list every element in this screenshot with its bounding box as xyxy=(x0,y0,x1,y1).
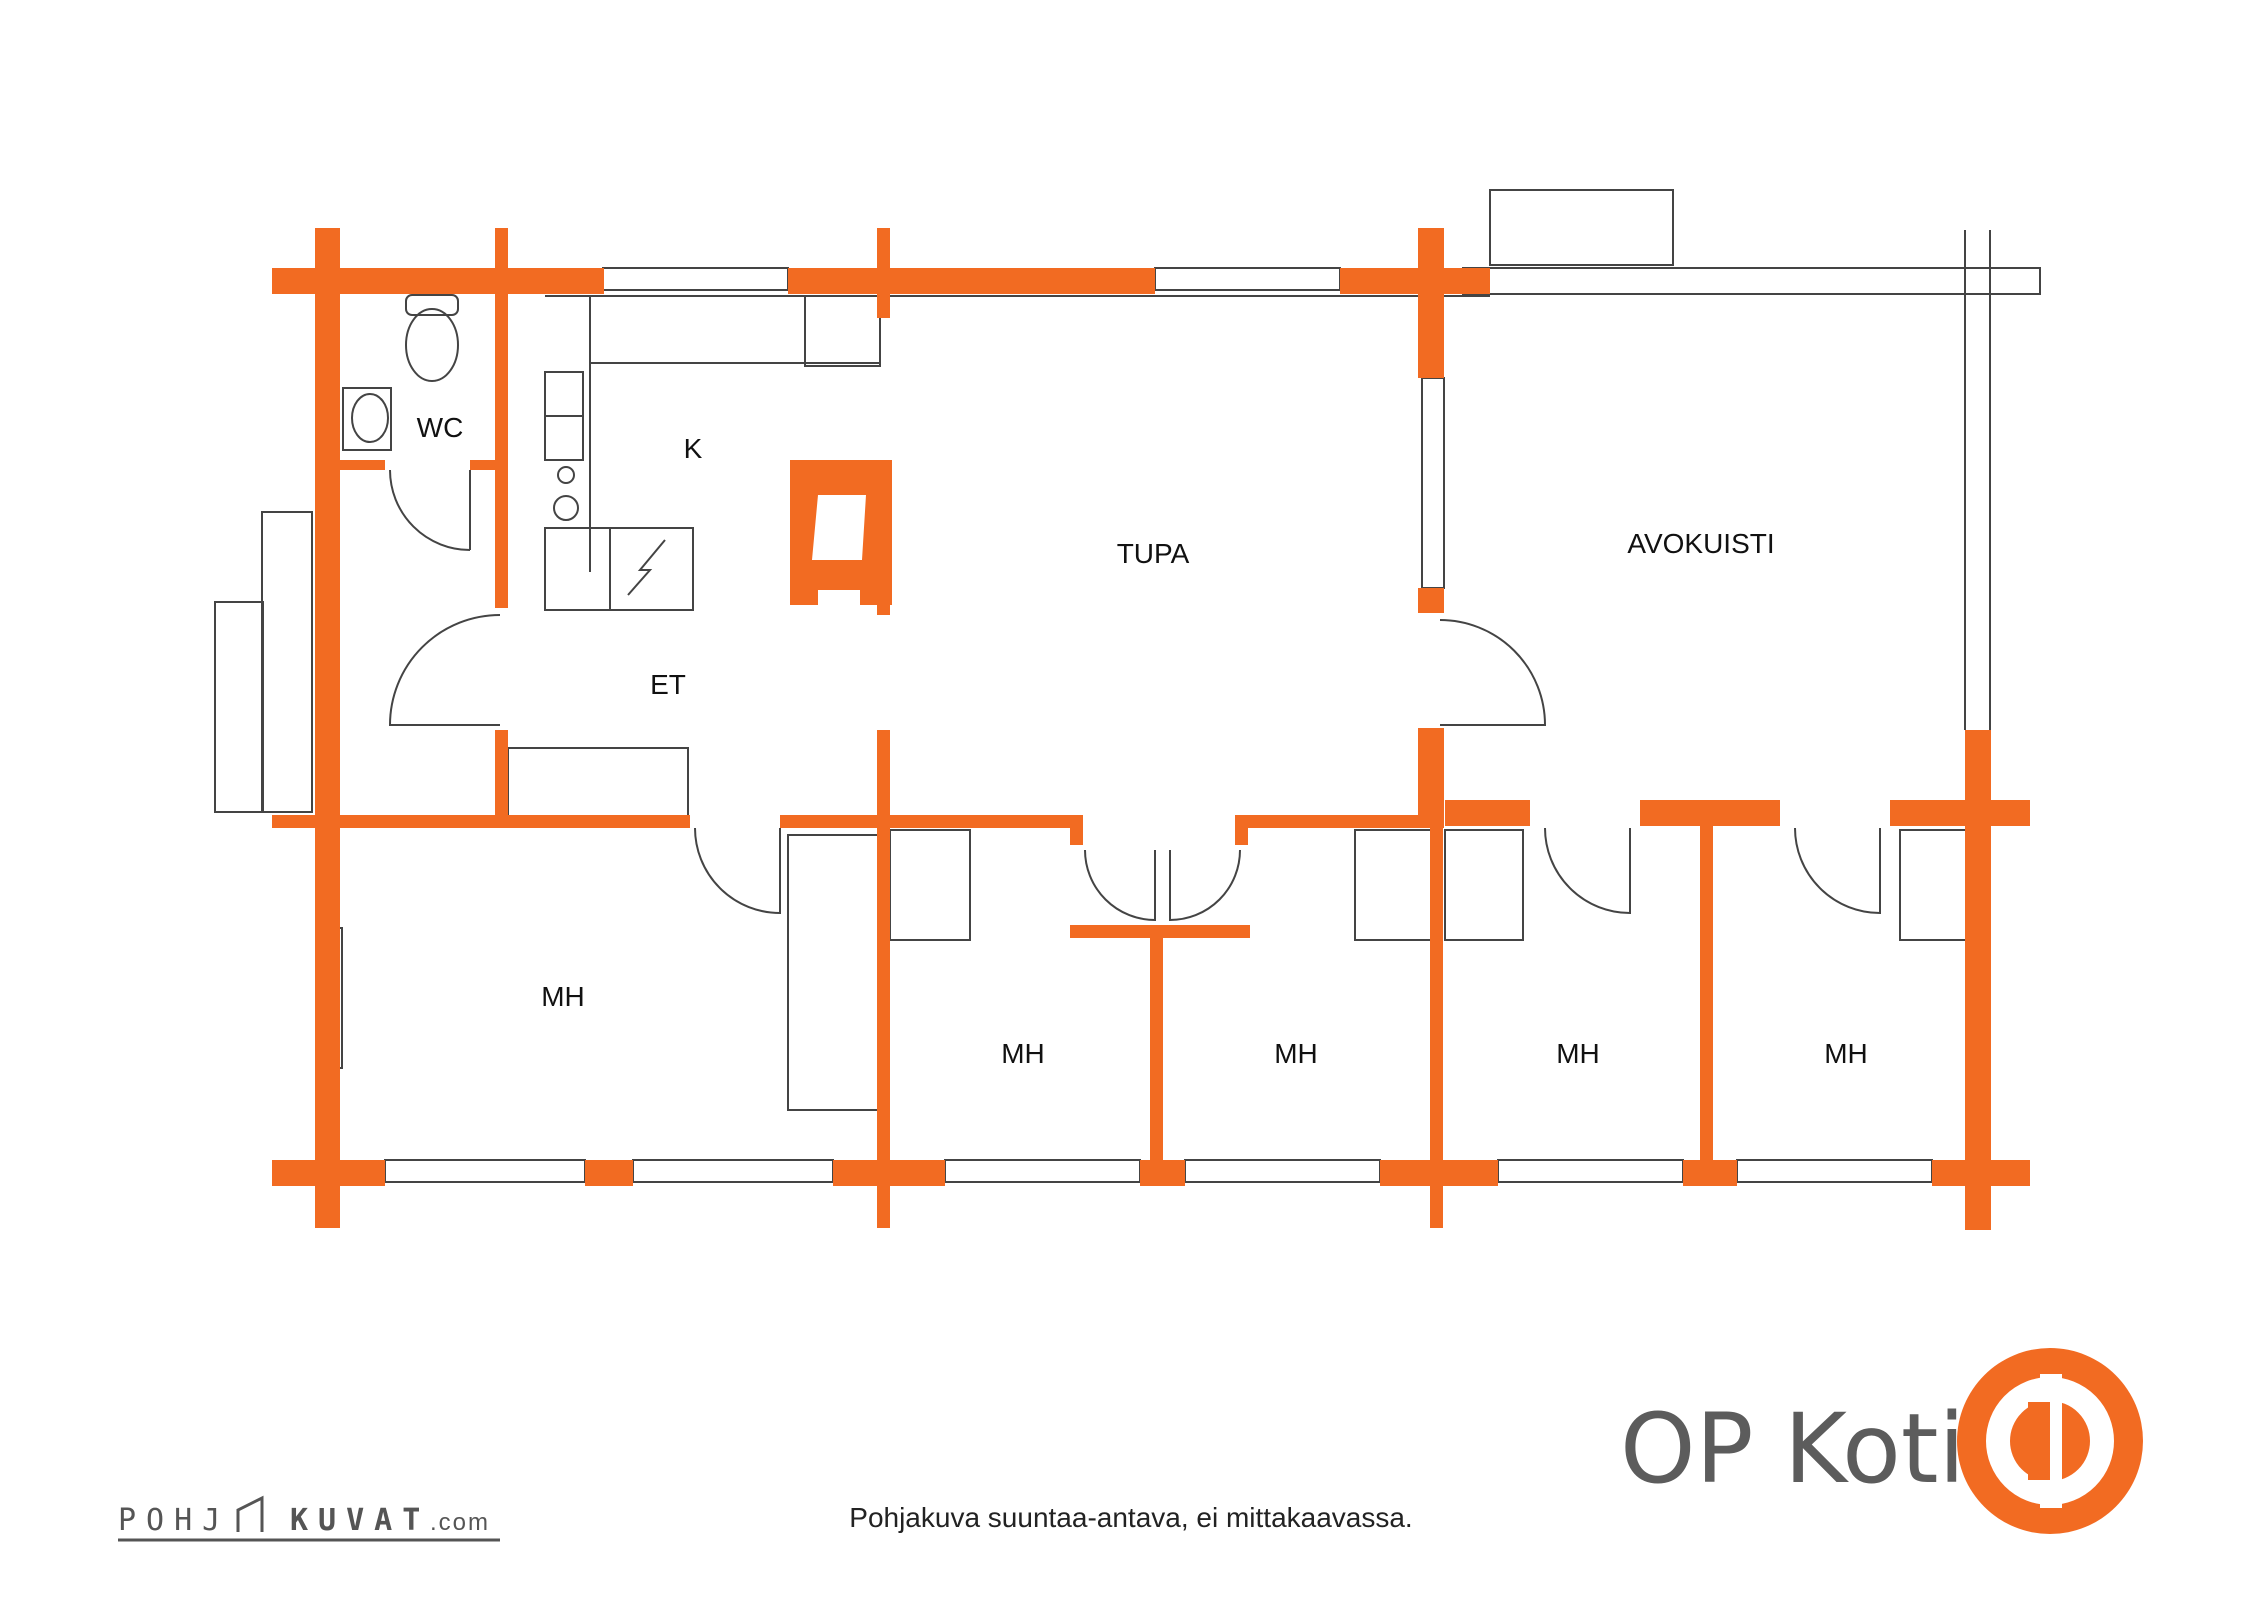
watermark-domain: .com xyxy=(430,1509,490,1536)
room-labels: WC K TUPA AVOKUISTI ET MH MH MH MH MH xyxy=(417,412,1868,1069)
room-label-et: ET xyxy=(650,669,686,700)
room-label-avokuisti: AVOKUISTI xyxy=(1627,528,1774,559)
walls xyxy=(272,228,2030,1230)
watermark-right: KUVAT xyxy=(290,1503,430,1538)
room-label-mh-1: MH xyxy=(541,981,585,1012)
doors xyxy=(388,469,1881,922)
room-label-wc: WC xyxy=(417,412,464,443)
brand-name: OP Koti xyxy=(1620,1393,1965,1505)
room-label-k: K xyxy=(684,433,703,464)
watermark-roof-icon xyxy=(236,1495,264,1532)
pohjakuvat-logo: POHJ KUVAT .com xyxy=(118,1495,500,1542)
fixtures xyxy=(214,189,2041,1183)
watermark-left: POHJ xyxy=(118,1503,230,1538)
room-label-tupa: TUPA xyxy=(1117,538,1190,569)
brand: OP Koti xyxy=(1620,1348,2143,1534)
op-logo-icon xyxy=(1957,1348,2143,1534)
room-label-mh-3: MH xyxy=(1274,1038,1318,1069)
room-label-mh-4: MH xyxy=(1556,1038,1600,1069)
room-label-mh-5: MH xyxy=(1824,1038,1868,1069)
footer-note: Pohjakuva suuntaa-antava, ei mittakaavas… xyxy=(849,1502,1413,1533)
room-label-mh-2: MH xyxy=(1001,1038,1045,1069)
